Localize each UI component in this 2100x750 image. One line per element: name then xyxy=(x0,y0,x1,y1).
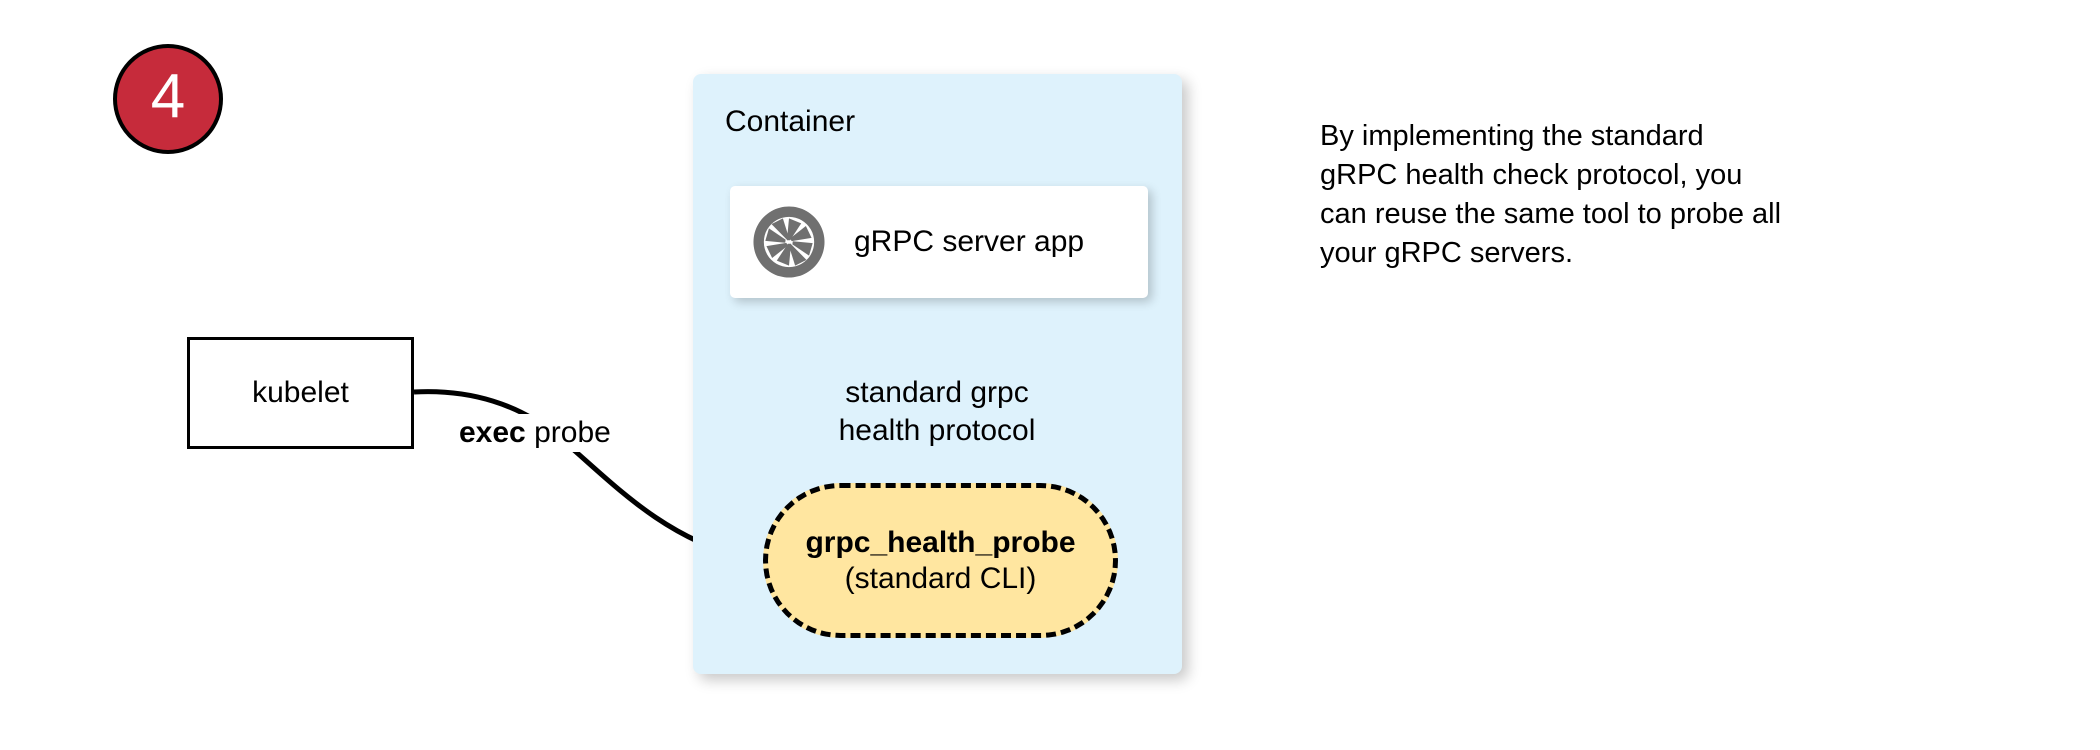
grpc-health-probe-subtitle: (standard CLI) xyxy=(844,561,1037,595)
grpc-server-app-label: gRPC server app xyxy=(854,225,1085,258)
health-protocol-line-1: standard grpc xyxy=(845,376,1029,409)
side-note-line-1: By implementing the standard xyxy=(1320,120,1704,152)
exec-probe-edge-label: exec probe xyxy=(455,414,615,452)
grpc-health-probe-node: grpc_health_probe (standard CLI) xyxy=(763,483,1118,638)
aperture-icon xyxy=(753,206,825,278)
health-protocol-line-2: health protocol xyxy=(838,414,1036,447)
exec-probe-rest-text: probe xyxy=(525,416,611,449)
side-note-line-4: your gRPC servers. xyxy=(1320,237,1574,269)
side-note-line-2: gRPC health check protocol, you xyxy=(1320,159,1743,191)
exec-probe-strong-text: exec xyxy=(459,416,526,449)
side-note-line-3: can reuse the same tool to probe all xyxy=(1320,198,1782,230)
step-number-badge: 4 xyxy=(113,44,223,154)
container-title: Container xyxy=(725,105,856,138)
kubelet-node: kubelet xyxy=(187,337,414,449)
step-number-label: 4 xyxy=(150,62,186,131)
health-protocol-edge-label: standard grpc health protocol xyxy=(826,374,1048,450)
side-note-text: By implementing the standard gRPC health… xyxy=(1320,117,1940,273)
grpc-health-probe-title: grpc_health_probe xyxy=(805,525,1076,559)
grpc-server-app-node: gRPC server app xyxy=(730,186,1148,298)
kubelet-label: kubelet xyxy=(252,376,349,409)
